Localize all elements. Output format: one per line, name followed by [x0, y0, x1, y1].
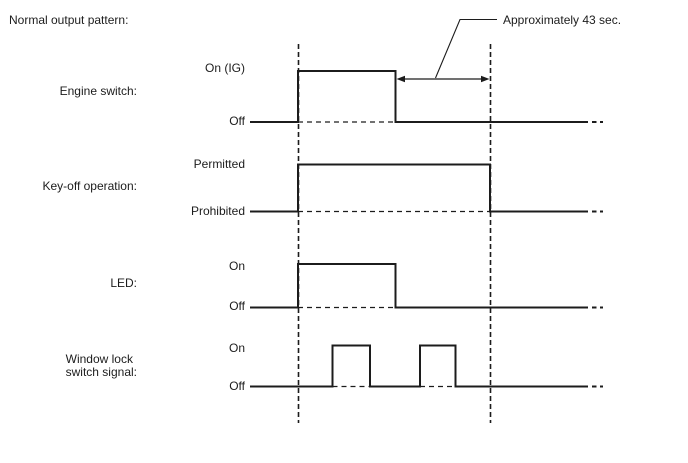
signal-caption-key-off-operation: Key-off operation: [42, 179, 137, 193]
dimension-arrowhead-left-icon [396, 75, 405, 83]
key-off-low-label: Prohibited [190, 204, 245, 218]
dimension-arrowhead-right-icon [481, 75, 490, 83]
engine-switch-waveform [250, 70, 588, 123]
diagram-title: Normal output pattern: [9, 13, 129, 27]
engine-switch-high-label: On (IG) [204, 61, 245, 75]
window-lock-low-label: Off [229, 379, 245, 393]
signal-caption-window-lock-text: Window lock switch signal: [65, 352, 137, 379]
led-high-label: On [228, 259, 245, 273]
key-off-operation-waveform [250, 163, 588, 213]
key-off-high-label: Permitted [193, 157, 245, 171]
led-waveform [250, 263, 588, 309]
window-lock-high-label: On [228, 341, 245, 355]
signal-caption-window-lock: Window lock switch signal: [0, 353, 137, 379]
signal-caption-engine-switch: Engine switch: [59, 84, 137, 98]
annotation-label: Approximately 43 sec. [503, 13, 622, 27]
led-low-label: Off [229, 299, 245, 313]
engine-switch-low-label: Off [229, 114, 245, 128]
signal-caption-led: LED: [110, 276, 137, 290]
callout-leader-line [434, 18, 497, 79]
window-lock-waveform [250, 344, 588, 388]
